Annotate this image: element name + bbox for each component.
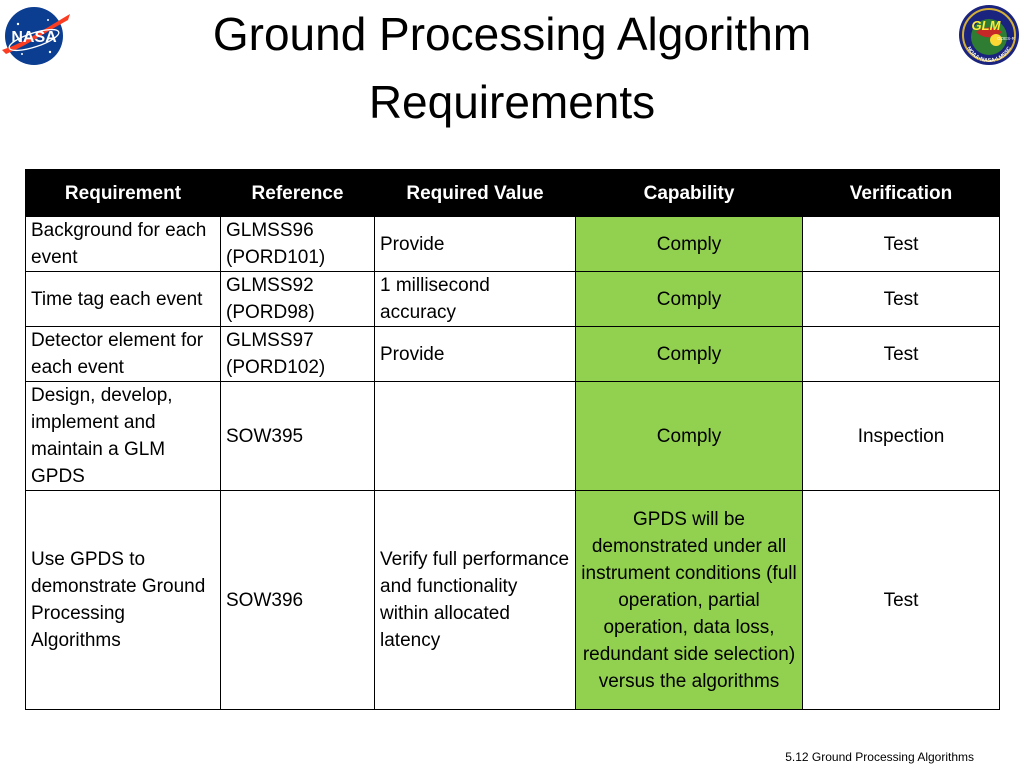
glm-wordmark: GLM <box>972 18 1002 33</box>
capability-cell: Comply <box>575 216 803 272</box>
required-value-cell: Verify full performance and functionalit… <box>374 490 576 710</box>
header-verification: Verification <box>802 169 1000 217</box>
reference-cell: SOW395 <box>220 381 375 491</box>
header-required-value: Required Value <box>374 169 576 217</box>
nasa-logo: NASA <box>2 7 70 65</box>
capability-cell: Comply <box>575 381 803 491</box>
capability-cell: GPDS will be demonstrated under all inst… <box>575 490 803 710</box>
table-row: Design, develop, implement and maintain … <box>25 381 1000 491</box>
table-row: Use GPDS to demonstrate Ground Processin… <box>25 490 1000 710</box>
nasa-wordmark: NASA <box>11 29 57 46</box>
header-capability: Capability <box>575 169 803 217</box>
table-row: Time tag each event GLMSS92 (PORD98) 1 m… <box>25 271 1000 327</box>
requirement-cell: Detector element for each event <box>25 326 221 382</box>
requirement-cell: Background for each event <box>25 216 221 272</box>
verification-cell: Inspection <box>802 381 1000 491</box>
reference-cell: GLMSS96 (PORD101) <box>220 216 375 272</box>
required-value-cell: Provide <box>374 326 576 382</box>
requirement-cell: Use GPDS to demonstrate Ground Processin… <box>25 490 221 710</box>
footer-section-label: 5.12 Ground Processing Algorithms <box>785 750 974 764</box>
requirement-cell: Time tag each event <box>25 271 221 327</box>
required-value-cell <box>374 381 576 491</box>
required-value-cell: Provide <box>374 216 576 272</box>
glm-logo: GLM GOES-R NOAA•NASA•LMSSC <box>959 5 1019 65</box>
requirements-table: Requirement Reference Required Value Cap… <box>25 169 1000 710</box>
table-row: Background for each event GLMSS96 (PORD1… <box>25 216 1000 272</box>
requirement-cell: Design, develop, implement and maintain … <box>25 381 221 491</box>
table-row: Detector element for each event GLMSS97 … <box>25 326 1000 382</box>
reference-cell: SOW396 <box>220 490 375 710</box>
reference-cell: GLMSS92 (PORD98) <box>220 271 375 327</box>
header-reference: Reference <box>220 169 375 217</box>
verification-cell: Test <box>802 271 1000 327</box>
reference-cell: GLMSS97 (PORD102) <box>220 326 375 382</box>
page-title: Ground Processing Algorithm Requirements <box>212 8 812 128</box>
verification-cell: Test <box>802 216 1000 272</box>
table-header-row: Requirement Reference Required Value Cap… <box>25 169 1000 217</box>
verification-cell: Test <box>802 326 1000 382</box>
required-value-cell: 1 millisecond accuracy <box>374 271 576 327</box>
capability-cell: Comply <box>575 326 803 382</box>
verification-cell: Test <box>802 490 1000 710</box>
header-requirement: Requirement <box>25 169 221 217</box>
capability-cell: Comply <box>575 271 803 327</box>
goes-r-wordmark: GOES-R <box>997 36 1016 41</box>
